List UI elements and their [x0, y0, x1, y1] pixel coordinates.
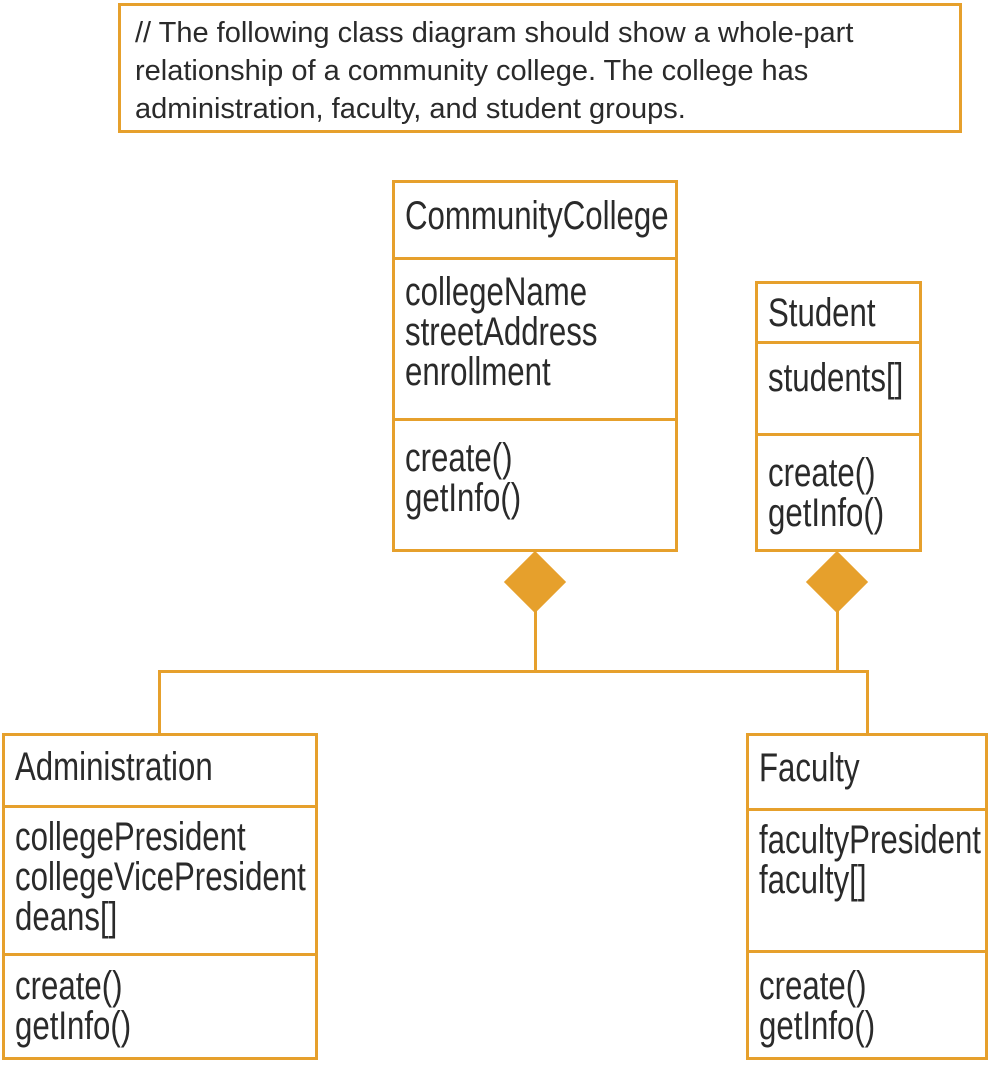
class-title-section: Administration: [5, 736, 315, 808]
class-attributes-section: facultyPresident faculty[]: [749, 811, 985, 953]
method: create(): [768, 451, 876, 495]
connector-bus-line: [158, 670, 869, 673]
attribute: students[]: [768, 356, 904, 400]
class-title-section: Student: [758, 284, 919, 344]
comment-text-line-2: relationship of a community college. The…: [135, 55, 809, 87]
attribute: collegeVicePresident: [15, 855, 306, 899]
connector-administration-drop: [158, 670, 161, 733]
class-box-faculty: Faculty facultyPresident faculty[] creat…: [746, 733, 988, 1060]
method: create(): [759, 964, 867, 1008]
class-methods-section: create() getInfo(): [749, 953, 985, 1057]
attribute: streetAddress: [405, 310, 598, 354]
method: getInfo(): [759, 1004, 876, 1048]
class-methods-section: create() getInfo(): [758, 436, 919, 549]
class-name: Faculty: [759, 746, 860, 790]
class-title-section: CommunityCollege: [395, 183, 675, 260]
attribute: facultyPresident: [759, 818, 981, 862]
aggregation-diamond-icon-communitycollege: [503, 550, 567, 614]
class-methods-section: create() getInfo(): [5, 956, 315, 1057]
class-box-communitycollege: CommunityCollege collegeName streetAddre…: [392, 180, 678, 552]
class-box-student: Student students[] create() getInfo(): [755, 281, 922, 552]
connector-communitycollege-stem: [534, 610, 537, 672]
class-attributes-section: collegeName streetAddress enrollment: [395, 260, 675, 421]
method: getInfo(): [768, 491, 885, 535]
comment-text-line-3: administration, faculty, and student gro…: [135, 93, 686, 125]
connector-faculty-drop: [866, 670, 869, 733]
connector-student-stem: [836, 610, 839, 672]
comment-text-line-1: // The following class diagram should sh…: [135, 17, 854, 49]
attribute: collegeName: [405, 270, 588, 314]
method: getInfo(): [405, 476, 522, 520]
method: create(): [405, 436, 513, 480]
class-name: Student: [768, 291, 876, 335]
attribute: enrollment: [405, 350, 551, 394]
class-name: CommunityCollege: [405, 194, 669, 238]
method: getInfo(): [15, 1004, 132, 1048]
attribute: faculty[]: [759, 858, 867, 902]
attribute: collegePresident: [15, 815, 246, 859]
class-name: Administration: [15, 745, 213, 789]
class-methods-section: create() getInfo(): [395, 421, 675, 549]
method: create(): [15, 964, 123, 1008]
class-attributes-section: collegePresident collegeVicePresident de…: [5, 808, 315, 956]
class-box-administration: Administration collegePresident collegeV…: [2, 733, 318, 1060]
class-attributes-section: students[]: [758, 344, 919, 436]
comment-note: // The following class diagram should sh…: [118, 3, 962, 133]
aggregation-diamond-icon-student: [805, 550, 869, 614]
class-title-section: Faculty: [749, 736, 985, 811]
attribute: deans[]: [15, 895, 118, 939]
